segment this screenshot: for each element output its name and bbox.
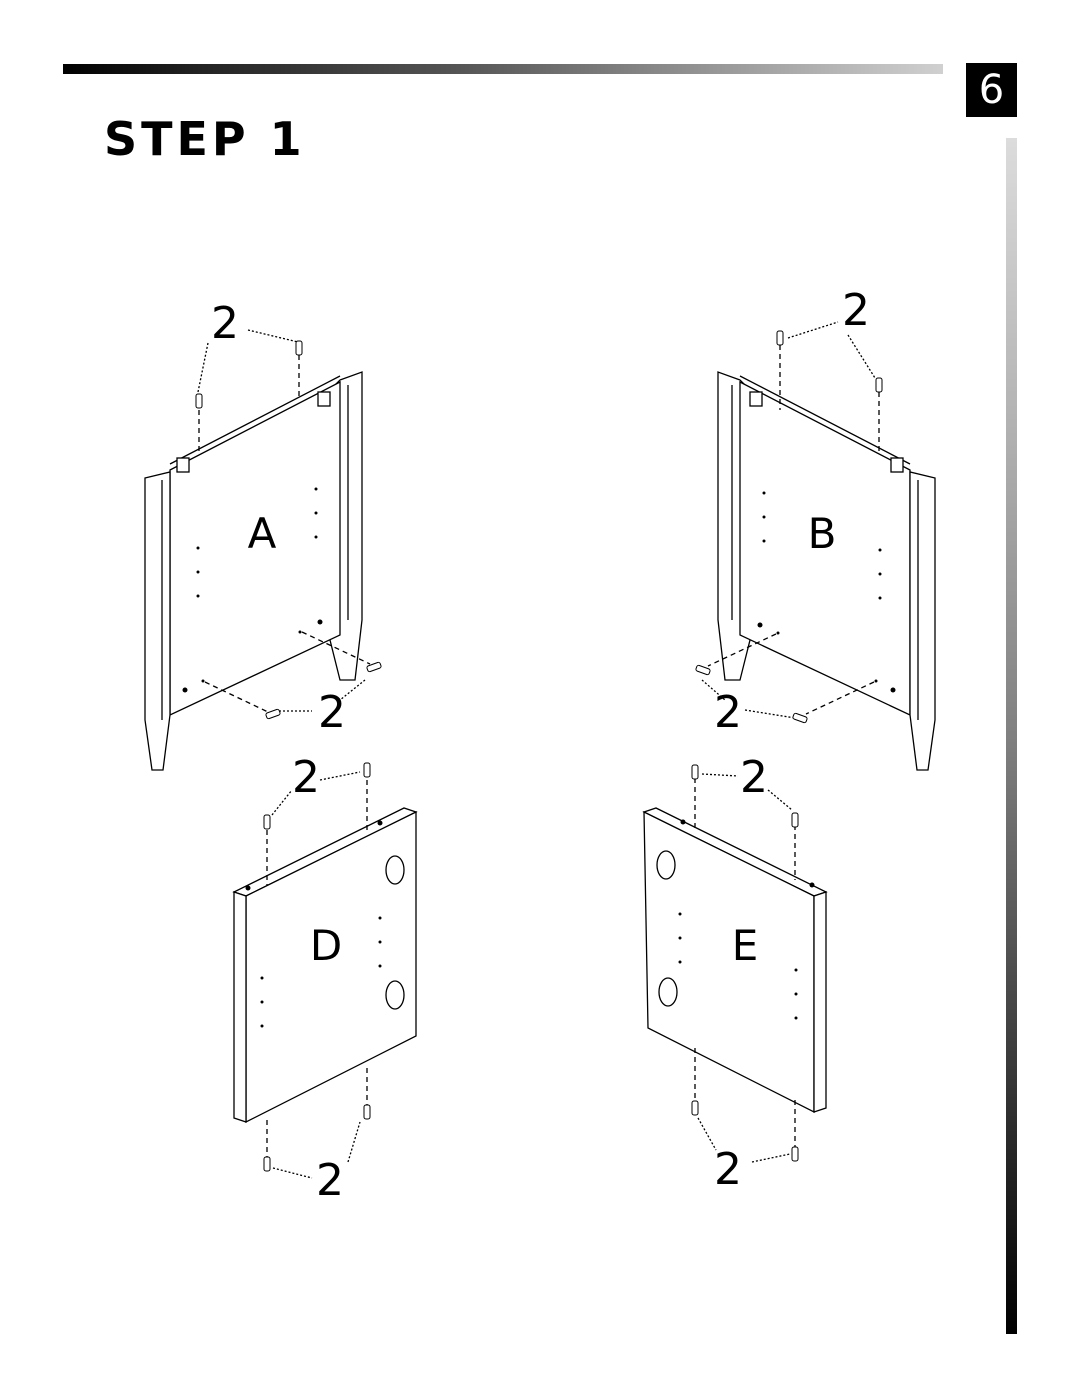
panel-e [642,773,828,1163]
dowel-count-a-bottom: 2 [318,687,346,738]
dowel-count-e-top: 2 [740,752,768,803]
part-label-e: E [732,921,759,970]
part-label-a: A [248,509,277,558]
dowel-count-a-top: 2 [211,298,239,349]
side-gradient-bar [1006,138,1017,1334]
part-label-d: D [310,921,342,970]
dowel-count-b-top: 2 [842,285,870,336]
step-title: STEP 1 [104,112,306,166]
header-gradient-bar [63,64,943,74]
page-number: 6 [966,63,1017,117]
dowel-count-b-bottom: 2 [714,687,742,738]
panel-b [701,321,936,771]
panel-d [232,771,418,1179]
dowel-count-e-bottom: 2 [714,1144,742,1195]
dowel-count-d-bottom: 2 [316,1155,344,1206]
dowel-count-d-top: 2 [292,752,320,803]
part-label-b: B [808,509,837,558]
panel-a [144,329,371,771]
